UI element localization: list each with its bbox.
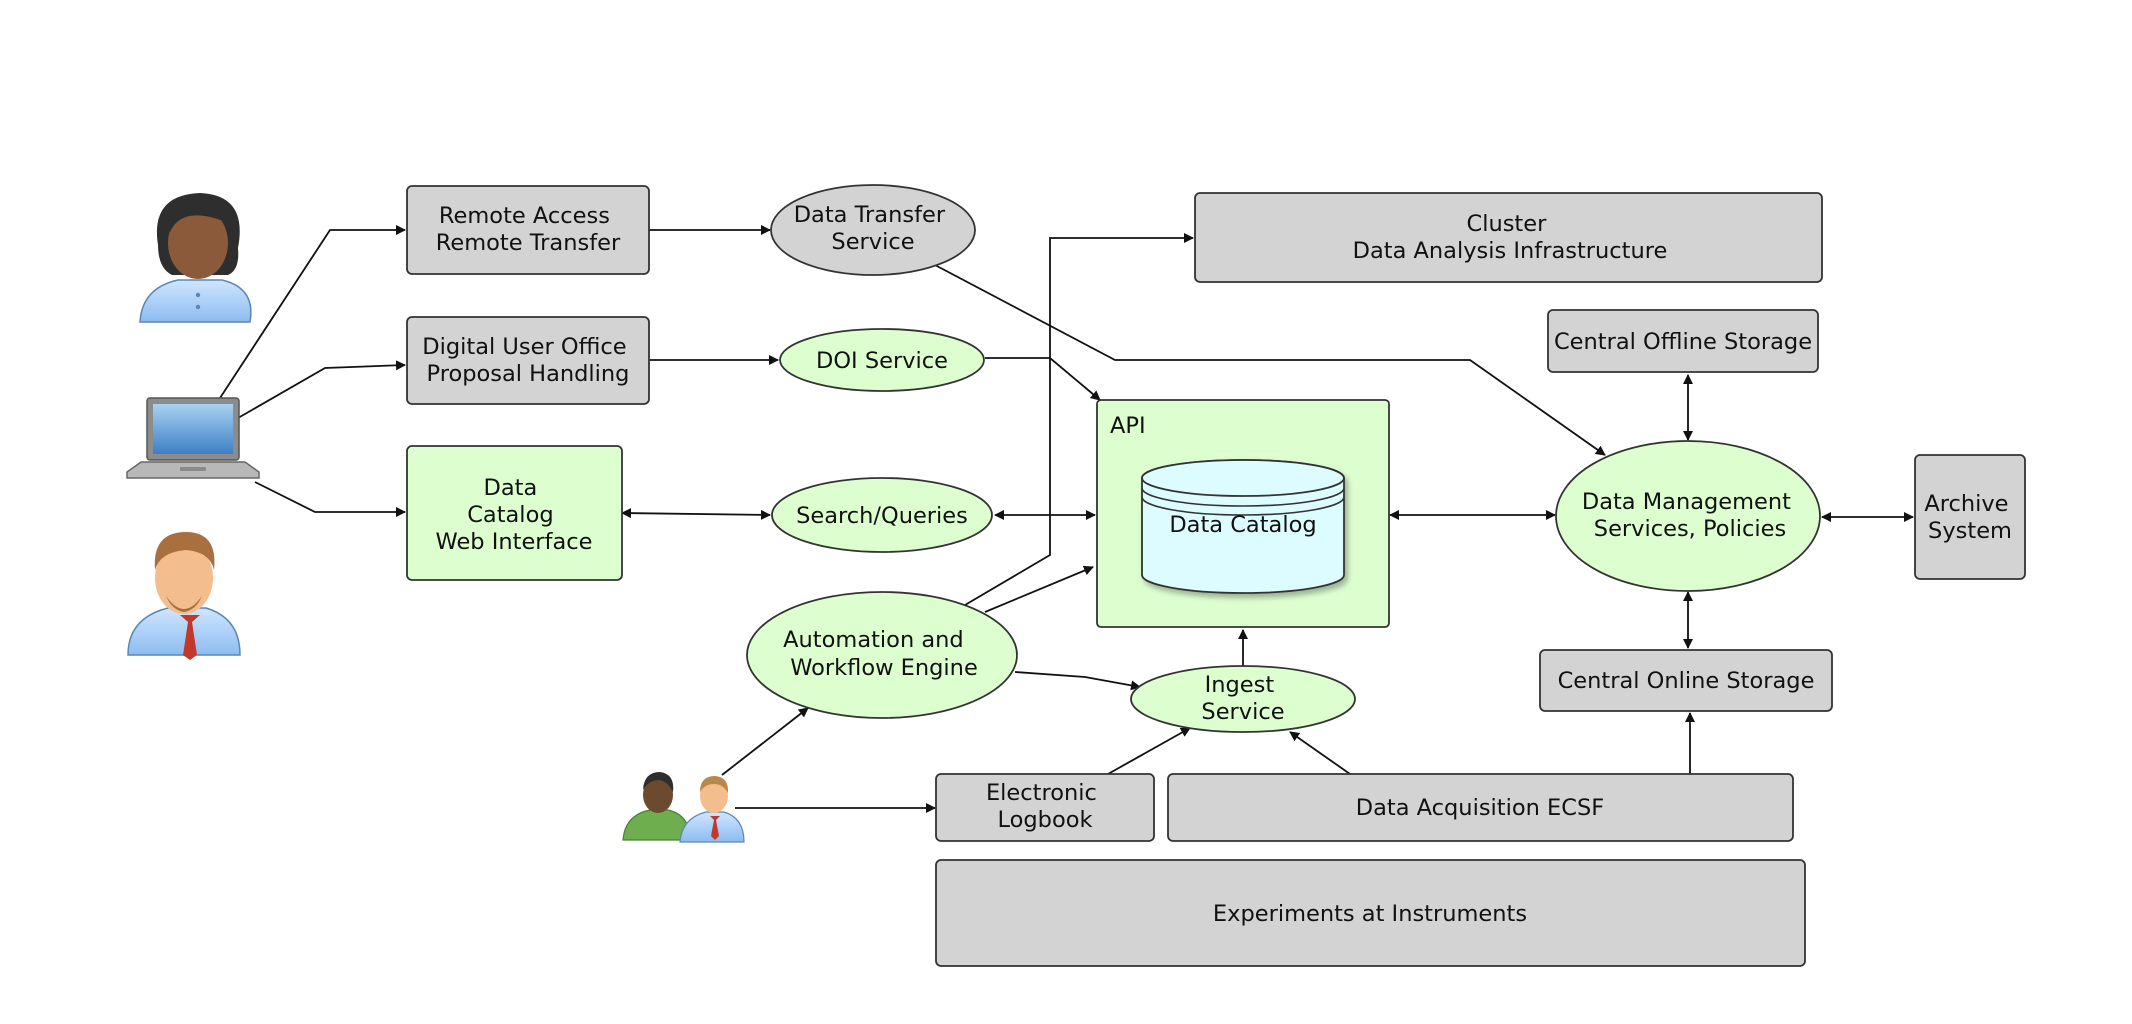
edge-automation-cluster	[964, 233, 1194, 606]
edge-automation-api	[984, 565, 1094, 613]
central-offline-storage-box	[1547, 309, 1819, 373]
remote-access-box	[406, 185, 650, 275]
data-catalog-web-interface-label: Data Catalog Web Interface	[436, 475, 593, 555]
data-transfer-service-label: Data Transfer Service	[794, 202, 953, 255]
data-management-ellipse	[1555, 440, 1821, 592]
database-ring	[1141, 496, 1345, 516]
data-transfer-service-ellipse	[770, 184, 976, 276]
electronic-logbook-label: Electronic Logbook	[986, 780, 1104, 833]
central-offline-storage-label: Central Offline Storage	[1554, 329, 1812, 355]
user-group-icon	[622, 772, 745, 843]
male-user-icon	[127, 532, 241, 660]
edge-laptop-remote-access	[219, 225, 406, 399]
search-queries-label: Search/Queries	[796, 503, 968, 529]
edge-transfer-service-data-management	[934, 264, 1606, 456]
database-ring	[1141, 487, 1345, 507]
archive-system-box	[1914, 454, 2026, 580]
automation-workflow-engine-ellipse	[746, 591, 1018, 719]
archive-system-label: Archive System	[1924, 491, 2015, 544]
data-catalog-label: Data Catalog	[1169, 512, 1316, 538]
female-user-icon	[139, 193, 252, 323]
data-acquisition-label: Data Acquisition ECSF	[1356, 795, 1604, 821]
experiments-label: Experiments at Instruments	[1213, 901, 1527, 927]
edge-data-acquisition-ingest	[1289, 731, 1351, 775]
data-acquisition-box	[1167, 773, 1794, 842]
ingest-service-ellipse	[1130, 665, 1356, 733]
data-management-label: Data Management Services, Policies	[1582, 489, 1798, 542]
edge-catalog-web-search	[621, 508, 771, 520]
database-top	[1141, 459, 1345, 497]
edge-doi-api	[985, 357, 1101, 401]
cluster-box	[1194, 192, 1823, 283]
experiments-box	[935, 859, 1806, 967]
api-label: API	[1110, 413, 1146, 439]
edges	[219, 225, 1914, 813]
electronic-logbook-box	[935, 773, 1155, 842]
digital-user-office-label: Digital User Office Proposal Handling	[422, 334, 633, 387]
central-online-storage-label: Central Online Storage	[1558, 668, 1815, 694]
automation-workflow-engine-label: Automation and Workflow Engine	[783, 627, 978, 681]
edge-automation-ingest	[1014, 671, 1141, 691]
digital-user-office-box	[406, 316, 650, 405]
cluster-label: Cluster Data Analysis Infrastructure	[1353, 211, 1668, 264]
data-catalog-web-interface-box	[406, 445, 623, 581]
search-queries-ellipse	[771, 477, 993, 553]
edge-logbook-ingest	[1107, 727, 1191, 775]
doi-service-ellipse	[779, 328, 985, 392]
central-online-storage-box	[1539, 649, 1833, 712]
edge-laptop-catalog-web	[254, 481, 406, 517]
laptop-icon	[126, 397, 260, 479]
edge-laptop-user-office	[237, 360, 406, 419]
edge-users-automation	[721, 707, 809, 776]
ingest-service-label: Ingest Service	[1201, 672, 1284, 725]
doi-service-label: DOI Service	[816, 348, 948, 374]
remote-access-label: Remote Access Remote Transfer	[436, 203, 621, 256]
